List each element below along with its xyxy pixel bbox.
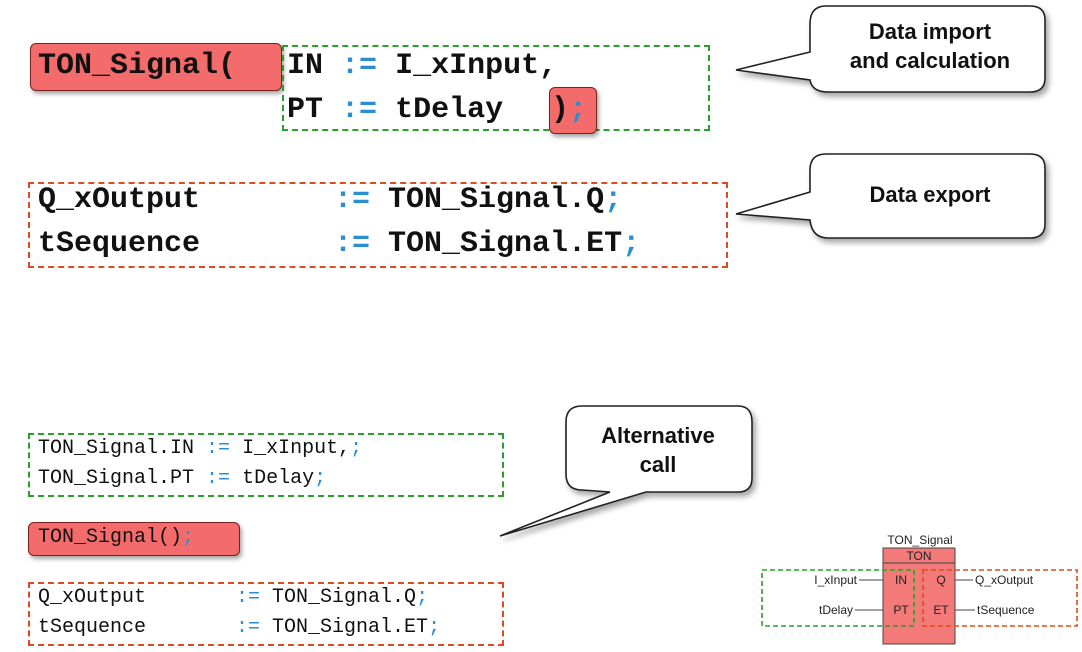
callout-export-bubble xyxy=(735,153,1046,239)
rhs-ton-signal-et: TON_Signal.ET xyxy=(388,227,623,261)
semicolon: ; xyxy=(314,467,327,490)
alt-output-row-q-lhs: Q_xOutput xyxy=(38,583,146,613)
alt-call-text: TON_Signal() xyxy=(38,526,183,549)
callout-alt-text: Alternative call xyxy=(568,421,748,479)
fbd-output-box xyxy=(922,569,1078,627)
fbd-pin-et: ET xyxy=(933,603,949,617)
open-paren: ( xyxy=(218,49,237,83)
callout-import-line1: Data import xyxy=(868,19,992,44)
assign-op: := xyxy=(236,616,261,639)
lhs-ton-signal-pt: TON_Signal.PT xyxy=(38,467,195,490)
close-paren: ) xyxy=(551,93,570,127)
fbd-block xyxy=(882,547,956,645)
callout-import-text: Data import and calculation xyxy=(820,17,1040,75)
close-paren-semicolon: ); xyxy=(551,88,587,132)
output-row-q: Q_xOutput xyxy=(38,178,200,222)
alt-input-box xyxy=(28,433,504,497)
fbd-var-in: I_xInput xyxy=(814,573,857,587)
rhs-ton-signal-q: TON_Signal.Q xyxy=(272,586,417,609)
alt-output-row-q-rhs: := TON_Signal.Q; xyxy=(236,583,428,613)
callout-alt-line1: Alternative xyxy=(601,423,715,448)
assign-op: := xyxy=(334,183,371,217)
rhs-i-xinput: I_xInput, xyxy=(242,437,351,460)
fbd-type: TON xyxy=(906,549,931,563)
assign-op: := xyxy=(236,586,261,609)
callout-export-line: Data export xyxy=(869,182,991,207)
input-parameters-box xyxy=(282,45,710,131)
param-in: IN xyxy=(287,49,324,83)
call-name-text: TON_Signal xyxy=(38,49,219,83)
input-line-in: IN := I_xInput, xyxy=(287,44,557,88)
alt-call-line: TON_Signal(); xyxy=(38,523,194,553)
lhs-q-xoutput: Q_xOutput xyxy=(38,183,201,217)
assign-op: := xyxy=(341,49,378,83)
fbd-input-box xyxy=(761,569,915,627)
alt-output-box xyxy=(28,582,504,646)
semicolon: ; xyxy=(182,526,195,549)
callout-alt-line2: call xyxy=(639,452,677,477)
lhs-tsequence: tSequence xyxy=(38,616,147,639)
fbd-var-et: tSequence xyxy=(977,603,1035,617)
assign-op: := xyxy=(206,437,231,460)
fbd-pin-in: IN xyxy=(895,573,907,587)
lhs-ton-signal-in: TON_Signal.IN xyxy=(38,437,195,460)
semicolon: ; xyxy=(604,183,623,217)
fbd-diagram: TON_Signal TON IN PT Q ET I_xInput tDela… xyxy=(761,533,1078,645)
output-row-et-rhs: := TON_Signal.ET; xyxy=(334,222,640,266)
semicolon: ; xyxy=(428,616,441,639)
callout-alt-bubble xyxy=(499,405,753,537)
rhs-tdelay: tDelay xyxy=(242,467,315,490)
alt-call-highlight xyxy=(28,522,240,556)
alt-input-row-in: TON_Signal.IN := I_xInput,; xyxy=(38,434,362,464)
callout-import-line2: and calculation xyxy=(849,48,1011,73)
output-row-q-rhs: := TON_Signal.Q; xyxy=(334,178,622,222)
assign-op: := xyxy=(334,227,371,261)
alt-output-row-et-rhs: := TON_Signal.ET; xyxy=(236,613,440,643)
callout-export-text: Data export xyxy=(830,180,1030,209)
output-assignments-box xyxy=(28,182,728,268)
alt-output-row-et-lhs: tSequence xyxy=(38,613,146,643)
value-i-xinput: I_xInput, xyxy=(395,49,558,83)
semicolon: ; xyxy=(416,586,429,609)
rhs-ton-signal-q: TON_Signal.Q xyxy=(388,183,605,217)
assign-op: := xyxy=(206,467,231,490)
rhs-ton-signal-et: TON_Signal.ET xyxy=(272,616,429,639)
fbd-pin-q: Q xyxy=(936,573,945,587)
fbd-pin-pt: PT xyxy=(893,603,909,617)
call-instance-name: TON_Signal( xyxy=(38,44,236,88)
semicolon: ; xyxy=(622,227,641,261)
assign-op: := xyxy=(341,93,378,127)
output-row-et: tSequence xyxy=(38,222,200,266)
alt-input-row-pt: TON_Signal.PT := tDelay; xyxy=(38,464,326,494)
close-paren-highlight xyxy=(549,87,597,134)
fbd-var-pt: tDelay xyxy=(819,603,853,617)
lhs-tsequence: tSequence xyxy=(38,227,201,261)
semicolon: ; xyxy=(569,93,588,127)
lhs-q-xoutput: Q_xOutput xyxy=(38,586,147,609)
value-tdelay: tDelay xyxy=(395,93,504,127)
instance-name-highlight xyxy=(30,43,282,91)
input-line-pt: PT := tDelay xyxy=(287,88,503,132)
semicolon: ; xyxy=(350,437,363,460)
fbd-var-q: Q_xOutput xyxy=(975,573,1034,587)
param-pt: PT xyxy=(287,93,324,127)
callout-import-bubble xyxy=(735,5,1046,93)
fbd-instance-name: TON_Signal xyxy=(887,533,952,547)
